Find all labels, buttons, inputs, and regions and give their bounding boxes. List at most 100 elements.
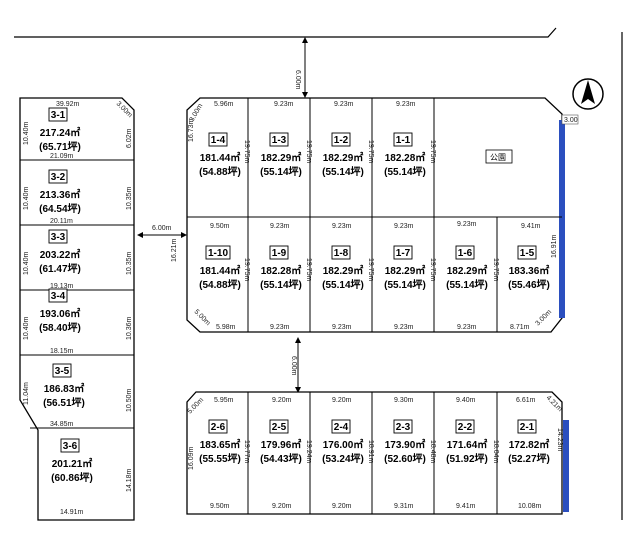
- lot-id-box: [48, 229, 68, 244]
- dimension: 19.75m: [367, 258, 374, 282]
- lot-id: 1-5: [520, 248, 535, 259]
- lot-id-box: [269, 132, 289, 147]
- lot-tsubo: (55.14坪): [260, 165, 302, 178]
- svg-text:6.00m: 6.00m: [290, 356, 297, 376]
- dimension: 10.50m: [126, 388, 133, 412]
- lot-id: 3-4: [51, 291, 66, 302]
- lot-area: 186.83㎡: [44, 382, 85, 395]
- lot-tsubo: (54.43坪): [260, 452, 302, 465]
- lot-id-box: [393, 245, 413, 260]
- lot-id-box: [48, 169, 68, 184]
- lot-id: 1-7: [396, 248, 411, 259]
- lot-area: 193.06㎡: [40, 307, 81, 320]
- lot-tsubo: (55.46坪): [508, 278, 550, 291]
- dimension: 19.75m: [367, 140, 374, 164]
- dimension: 6.61m: [516, 397, 536, 404]
- lot-area: 182.28㎡: [261, 264, 302, 277]
- lot-id-box: [269, 419, 289, 434]
- dimension: 19.75m: [243, 258, 250, 282]
- dimension: 16.21m: [171, 238, 178, 262]
- lot-tsubo: (55.14坪): [260, 278, 302, 291]
- lot-id-box: [52, 363, 72, 378]
- lot-area: 181.44㎡: [200, 264, 241, 277]
- dimension: 19.75m: [492, 258, 499, 282]
- lot-id: 2-5: [272, 422, 287, 433]
- lot-area: 182.29㎡: [261, 151, 302, 164]
- dimension: 16.09m: [188, 446, 195, 470]
- lot-1-2: 1-2 182.29㎡(55.14坪): [322, 132, 364, 178]
- lot-tsubo: (54.88坪): [199, 165, 241, 178]
- dimension: 18.91m: [367, 440, 374, 464]
- lot-tsubo: (51.92坪): [446, 452, 488, 465]
- dimension: 10.36m: [126, 316, 133, 340]
- dimension: 9.50m: [210, 223, 230, 230]
- lot-tsubo: (55.14坪): [384, 278, 426, 291]
- dimension: 10.40m: [23, 121, 30, 145]
- lot-1-5: 1-5 183.36㎡(55.46坪): [508, 245, 550, 291]
- lot-id: 1-4: [211, 135, 226, 146]
- lot-area: 182.28㎡: [385, 151, 426, 164]
- dimension: 16.91m: [551, 234, 558, 258]
- lot-3-4: 3-4 193.06㎡(58.40坪): [39, 288, 81, 334]
- dimension: 9.23m: [270, 324, 290, 331]
- lot-id: 3-5: [55, 366, 70, 377]
- lot-area: 201.21㎡: [52, 457, 93, 470]
- dimension: 9.23m: [334, 101, 354, 108]
- lot-id: 2-6: [211, 422, 226, 433]
- lot-tsubo: (55.14坪): [322, 165, 364, 178]
- lot-area: 171.64㎡: [447, 438, 488, 451]
- lot-tsubo: (55.14坪): [322, 278, 364, 291]
- dimension: 6.02m: [126, 128, 133, 148]
- park-edge-dimension: 3.00: [564, 117, 578, 124]
- dimension: 18.15m: [50, 348, 74, 355]
- lot-id-box: [48, 288, 68, 303]
- lot-id-box: [60, 438, 80, 453]
- lot-area: 182.29㎡: [385, 264, 426, 277]
- lot-area: 181.44㎡: [200, 151, 241, 164]
- lot-id: 1-2: [334, 135, 349, 146]
- block-3: 39.92m 3.00m 21.09m 20.11m 19.13m 18.15m…: [19, 97, 135, 521]
- dimension: 9.23m: [270, 223, 290, 230]
- dimension: 5.98m: [216, 324, 236, 331]
- lot-area: 183.65㎡: [200, 438, 241, 451]
- dimension: 9.23m: [457, 221, 477, 228]
- dimension: 8.71m: [510, 324, 530, 331]
- dimension: 10.40m: [23, 186, 30, 210]
- lot-1-7: 1-7 182.29㎡(55.14坪): [384, 245, 426, 291]
- lot-id-box: [393, 419, 413, 434]
- lot-area: 217.24㎡: [40, 126, 81, 139]
- dimension: 9.40m: [456, 397, 476, 404]
- dimension: 9.31m: [394, 503, 414, 510]
- lot-id: 2-3: [396, 422, 411, 433]
- lot-tsubo: (58.40坪): [39, 321, 81, 334]
- dimension: 5.95m: [214, 397, 234, 404]
- lot-id-box: [331, 132, 351, 147]
- dimension: 19.13m: [50, 283, 74, 290]
- lot-tsubo: (55.14坪): [446, 278, 488, 291]
- dimension: 16.73m: [188, 118, 195, 142]
- lot-id-box: [205, 245, 231, 260]
- svg-text:6.00m: 6.00m: [294, 70, 301, 90]
- lot-area: 183.36㎡: [509, 264, 550, 277]
- dimension: 10.35m: [126, 251, 133, 275]
- lot-tsubo: (52.27坪): [508, 452, 550, 465]
- dimension: 14.18m: [126, 468, 133, 492]
- lot-id: 3-3: [51, 232, 66, 243]
- svg-text:公園: 公園: [490, 153, 506, 162]
- lot-id-box: [455, 245, 475, 260]
- dimension: 9.23m: [274, 101, 294, 108]
- lot-area: 182.29㎡: [323, 151, 364, 164]
- lot-id-box: [393, 132, 413, 147]
- lot-tsubo: (55.14坪): [384, 165, 426, 178]
- dimension: 9.50m: [210, 503, 230, 510]
- dimension: 14.91m: [60, 509, 84, 516]
- dimension: 11.04m: [23, 382, 30, 405]
